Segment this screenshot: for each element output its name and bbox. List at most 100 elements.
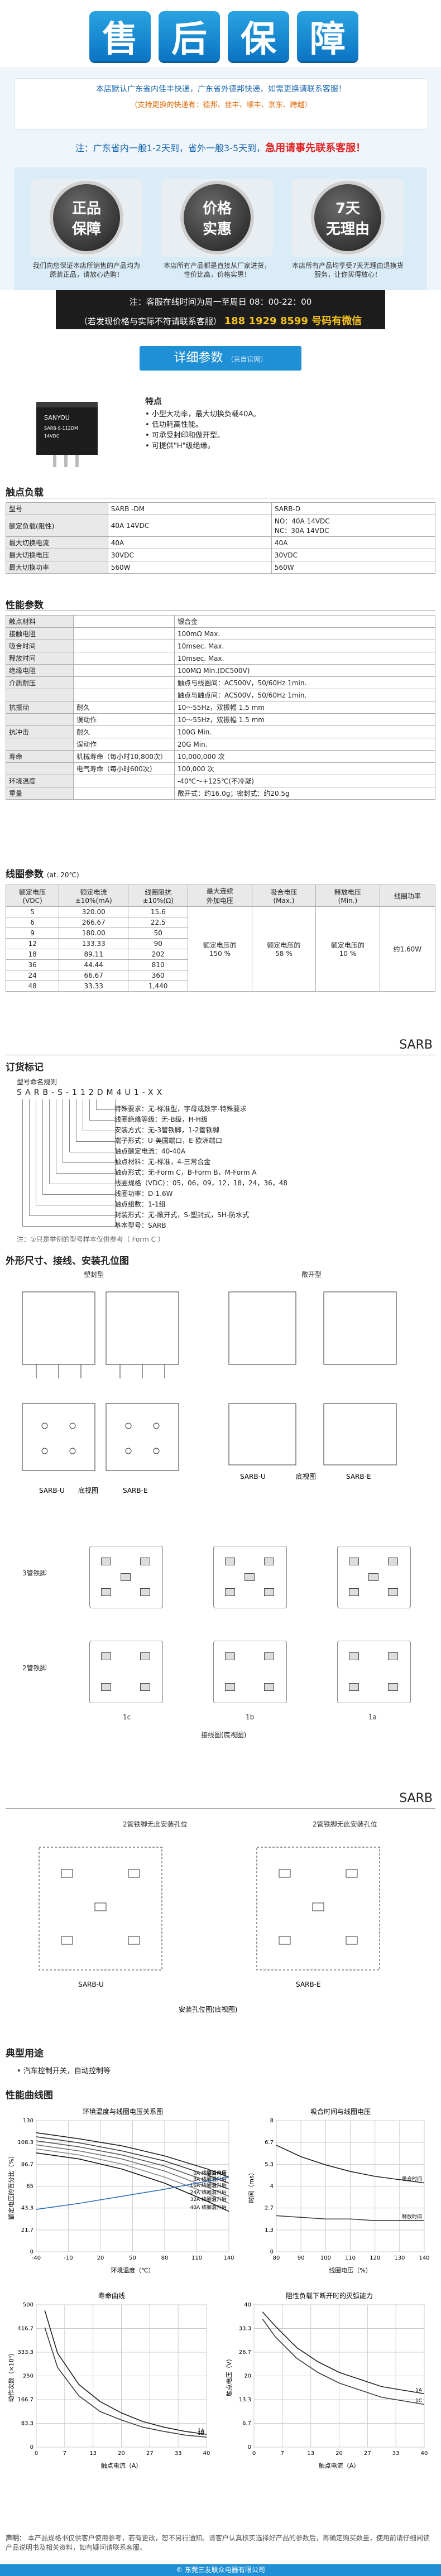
x-tick-label: 0 <box>252 2450 256 2457</box>
feature-item: • 低功耗高性能。 <box>145 421 203 429</box>
table-cell <box>73 787 175 800</box>
table-cell: 重量 <box>6 787 74 800</box>
mount-caption: 安装孔位图(底视图) <box>179 2005 237 2013</box>
y-tick-label: 6.7 <box>265 2140 274 2146</box>
x-tick-label: 20 <box>97 2255 104 2261</box>
x-tick-label: 7 <box>63 2450 66 2457</box>
table-header: 释放电压 (Min.) <box>315 885 380 907</box>
section-title: 详细参数 （来自官网） <box>140 346 301 371</box>
series-label: 释放时间 <box>402 2213 422 2220</box>
y-tick-label: 21.7 <box>21 2227 33 2233</box>
table-cell <box>6 762 74 775</box>
label-sarb-u2: SARB-U <box>240 1473 266 1481</box>
y-tick-label: 8 <box>270 2118 274 2124</box>
x-tick-label: 33 <box>392 2450 400 2457</box>
x-tick-label: 110 <box>345 2255 356 2261</box>
x-tick-label: 120 <box>370 2255 380 2261</box>
series-line <box>36 2132 229 2178</box>
table-cell: 寿命 <box>6 750 74 763</box>
table-row: 重量敞开式：约16.0g；密封式：约20.5g <box>6 787 435 800</box>
performance-title: 性能参数 <box>6 600 44 611</box>
disclaimer: 声明： 本产品规格书仅供客户使用参考，若有更改，恕不另行通知。请客户认真核实选择… <box>6 2534 435 2553</box>
table-cell: 20G Min. <box>174 738 435 751</box>
table-cell: 810 <box>128 959 189 970</box>
table-cell: 560W <box>271 561 436 574</box>
chart-arc: 阻性负载下断开时的灭弧能力0076.71313.320202726.73333.… <box>225 2291 428 2469</box>
series-line <box>36 2152 229 2212</box>
table-cell: 10～55Hz，双振幅 1.5 mm <box>174 713 435 726</box>
table-row: 环境温度-40℃～+125℃(不冷凝) <box>6 775 435 787</box>
features-title: 特点 <box>145 396 162 406</box>
y-tick-label: 2.7 <box>265 2205 274 2212</box>
mount-label-u: SARB-U <box>78 1981 104 1988</box>
order-row: 触点组数：1-1组 <box>114 1200 166 1208</box>
table-cell: SARB -DM <box>107 502 272 515</box>
y-tick-label: 26.7 <box>239 2349 251 2356</box>
badge-small: 实惠 <box>202 221 232 238</box>
y-tick-label: 40 <box>244 2302 251 2308</box>
y-tick-label: 333.3 <box>17 2349 33 2356</box>
table-cell <box>73 775 175 787</box>
x-tick-label: 0 <box>35 2450 38 2457</box>
table-cell: 耐久 <box>73 725 175 738</box>
series-label: 1C <box>415 2399 422 2404</box>
x-tick-label: 7 <box>281 2450 284 2457</box>
series-line <box>44 2327 207 2438</box>
table-cell <box>73 664 175 677</box>
series-line <box>276 2145 425 2184</box>
table-cell <box>73 689 175 701</box>
badge-desc: 我们向您保证本店所销售的产品均为原装正品，请放心选购！ <box>32 262 140 278</box>
shipping-note-line2: （支持更换的快递有：德邦、佳丰、顺丰、京东、跨越） <box>130 101 312 109</box>
y-tick-label: 20 <box>244 2373 251 2380</box>
table-header: 吸合电压 (Max.) <box>251 885 317 907</box>
mount-note-left: 2管铁脚无此安装孔位 <box>123 1820 188 1828</box>
y-tick-label: 86.7 <box>21 2161 33 2168</box>
order-row: 线圈绝缘等级：无-B级，H-H级 <box>114 1116 208 1123</box>
application-title: 典型用途 <box>6 2048 44 2059</box>
table-cell: 银合金 <box>174 615 435 628</box>
label-sarb-e2: SARB-E <box>346 1473 371 1481</box>
x-tick-label: 80 <box>273 2255 280 2261</box>
table-cell: 30VDC <box>107 549 272 561</box>
footer: © 东莞三友联众电器有限公司 <box>0 2564 441 2576</box>
table-cell: 40A <box>107 536 272 549</box>
y-tick-label: 0 <box>248 2444 251 2450</box>
table-cell: 环境温度 <box>6 775 74 787</box>
brand-char: 后 <box>159 11 220 61</box>
badge-big: 正品 <box>71 200 101 217</box>
x-tick-label: 13 <box>89 2450 97 2457</box>
wiring-caption: 接线图(底视图) <box>201 1731 247 1739</box>
table-cell: 100mΩ Max. <box>174 627 435 640</box>
table-cell: 50 <box>128 927 189 939</box>
table-cell: 10msec. Max. <box>174 652 435 665</box>
x-tick-label: 13 <box>307 2450 314 2457</box>
order-title: 订货标记 <box>6 1062 44 1073</box>
delivery-warning-text: 注：广东省内一般1-2天到，省外一般3-5天到， <box>75 143 266 153</box>
table-cell: 100MΩ Min.(DC500V) <box>174 664 435 677</box>
table-cell: 最大切换电压 <box>6 549 108 561</box>
table-cell: 抗振动 <box>6 701 74 714</box>
label-sarb-u: SARB-U <box>39 1487 65 1494</box>
wiring-box <box>213 1641 287 1703</box>
features: 特点 • 小型大功率，最大切换负载40A。 • 低功耗高性能。 • 可承受封印和… <box>145 396 260 451</box>
label-bottom-view: 底视图 <box>78 1486 98 1494</box>
table-cell: 10msec. Max. <box>174 640 435 652</box>
series-label: 吸合时间 <box>402 2176 422 2183</box>
badge-icon: 价格实惠 <box>184 184 251 251</box>
mount-label-e: SARB-E <box>296 1981 321 1988</box>
series-label: 1B <box>198 2431 204 2436</box>
y-axis-label: 触点电压（V） <box>225 2356 233 2397</box>
label-sarb-e: SARB-E <box>123 1487 148 1494</box>
table-cell: 40A <box>271 536 436 549</box>
table-header: 最大连续 外加电压 <box>188 885 252 907</box>
order-row: 特殊要求：无-标准型，字母或数字-特殊要求 <box>114 1105 247 1113</box>
table-cell: 接触电阻 <box>6 627 74 640</box>
wiring-box <box>89 1546 163 1608</box>
y-axis-label: 时间（ms） <box>248 2169 255 2203</box>
chart-title: 寿命曲线 <box>98 2291 125 2300</box>
